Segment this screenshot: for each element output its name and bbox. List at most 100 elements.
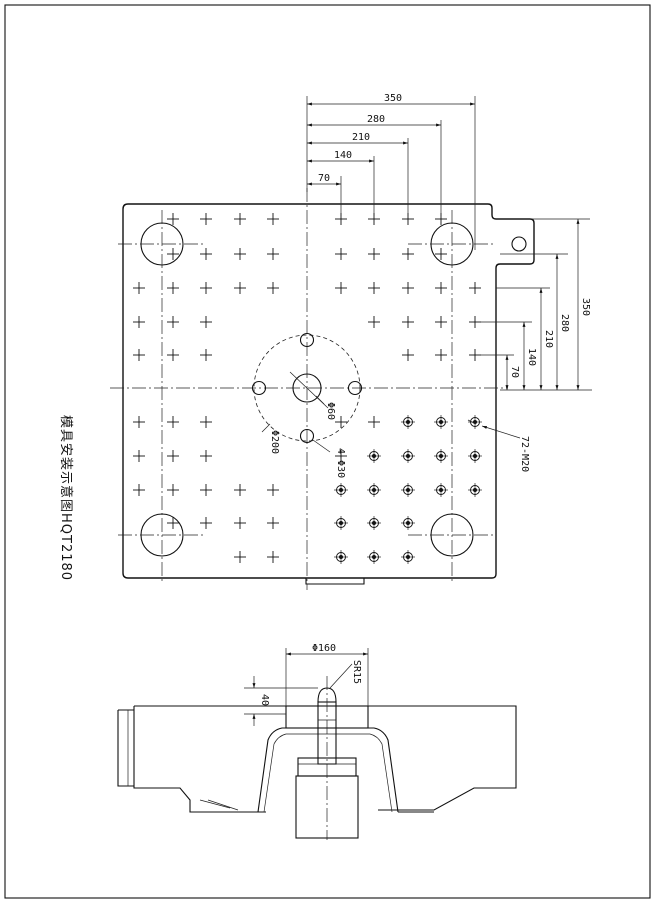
tapped-hole-mark (334, 516, 348, 530)
tapped-hole-mark (434, 483, 448, 497)
tie-bar-holes (118, 210, 496, 584)
through-hole-mark (167, 484, 179, 496)
through-hole-mark (469, 349, 481, 361)
sheet-border (4, 4, 651, 899)
tapped-hole-mark (367, 449, 381, 463)
through-hole-mark (133, 416, 145, 428)
callout-4-phi30: 4-Φ30 (335, 448, 346, 478)
tapped-hole-mark (367, 516, 381, 530)
dim-top-280: 280 (367, 114, 385, 125)
tapped-hole-mark (468, 483, 482, 497)
tapped-hole-mark (334, 483, 348, 497)
through-hole-mark (234, 517, 246, 529)
through-hole-mark (335, 282, 347, 294)
tapped-hole-mark (468, 415, 482, 429)
dim-right-280: 280 (559, 314, 570, 332)
dim-sr15: SR15 (351, 660, 362, 684)
top-dimensions: 350 280 210 140 70 (306, 93, 476, 250)
tapped-hole-mark (401, 449, 415, 463)
dim-right-70: 70 (509, 366, 520, 378)
through-hole-mark (200, 248, 212, 260)
through-hole-mark (167, 450, 179, 462)
dim-top-210: 210 (352, 132, 370, 143)
through-hole-mark (167, 349, 179, 361)
tapped-hole-mark (434, 449, 448, 463)
through-hole-mark (133, 484, 145, 496)
through-hole-mark (234, 484, 246, 496)
tapped-hole-mark (367, 483, 381, 497)
dim-40: 40 (259, 694, 270, 706)
through-hole-mark (402, 349, 414, 361)
drawing-title: 模具安装示意图HQT2180 (58, 415, 74, 581)
callout-72-m20: 72-M20 (519, 436, 530, 472)
through-hole-mark (200, 349, 212, 361)
platen-section-view: Φ160 SR15 40 (117, 643, 517, 840)
through-hole-mark (167, 316, 179, 328)
through-hole-mark (335, 416, 347, 428)
through-hole-mark (167, 213, 179, 225)
through-hole-mark (167, 517, 179, 529)
platen-outline (122, 203, 535, 579)
through-hole-mark (133, 316, 145, 328)
tapped-hole-mark (468, 449, 482, 463)
dim-right-140: 140 (526, 348, 537, 366)
through-hole-mark (167, 248, 179, 260)
dim-top-350: 350 (384, 93, 402, 104)
through-hole-mark (200, 316, 212, 328)
tapped-hole-mark (334, 550, 348, 564)
through-hole-mark (402, 248, 414, 260)
tapped-hole-mark (434, 415, 448, 429)
callout-phi200: Φ200 (269, 430, 280, 454)
tapped-hole-mark (401, 516, 415, 530)
through-hole-mark (435, 282, 447, 294)
through-hole-mark (368, 316, 380, 328)
through-hole-mark (402, 316, 414, 328)
through-hole-mark (234, 282, 246, 294)
through-hole-mark (368, 248, 380, 260)
callout-phi60: Φ60 (325, 402, 336, 420)
through-hole-mark (167, 416, 179, 428)
dim-top-140: 140 (334, 150, 352, 161)
dim-right-210: 210 (543, 330, 554, 348)
through-hole-mark (267, 517, 279, 529)
through-hole-mark (402, 282, 414, 294)
through-hole-mark (234, 213, 246, 225)
through-hole-mark (267, 248, 279, 260)
through-hole-mark (335, 450, 347, 462)
tapped-hole-mark (401, 550, 415, 564)
through-hole-mark (200, 484, 212, 496)
tapped-hole-mark (401, 415, 415, 429)
through-hole-mark (267, 213, 279, 225)
dim-top-70: 70 (318, 173, 330, 184)
through-hole-marks (133, 213, 481, 563)
through-hole-mark (435, 248, 447, 260)
through-hole-mark (200, 450, 212, 462)
through-hole-mark (200, 213, 212, 225)
platen-plan-view: 350 280 210 140 70 350 280 210 140 70 (110, 93, 592, 590)
through-hole-mark (167, 282, 179, 294)
through-hole-mark (267, 484, 279, 496)
through-hole-mark (267, 282, 279, 294)
through-hole-mark (335, 248, 347, 260)
right-dimensions: 350 280 210 140 70 (480, 218, 592, 391)
through-hole-mark (200, 282, 212, 294)
dim-right-350: 350 (580, 298, 591, 316)
through-hole-mark (469, 282, 481, 294)
through-hole-mark (133, 349, 145, 361)
through-hole-mark (368, 282, 380, 294)
dim-phi160: Φ160 (312, 643, 336, 654)
tapped-hole-marks (334, 415, 482, 564)
through-hole-mark (133, 282, 145, 294)
through-hole-mark (234, 551, 246, 563)
through-hole-mark (469, 316, 481, 328)
through-hole-mark (234, 248, 246, 260)
through-hole-mark (133, 450, 145, 462)
through-hole-mark (200, 517, 212, 529)
through-hole-mark (368, 416, 380, 428)
through-hole-mark (435, 349, 447, 361)
lug-hole (511, 236, 527, 252)
tapped-hole-mark (401, 483, 415, 497)
through-hole-mark (435, 316, 447, 328)
bottom-stub (305, 578, 365, 585)
